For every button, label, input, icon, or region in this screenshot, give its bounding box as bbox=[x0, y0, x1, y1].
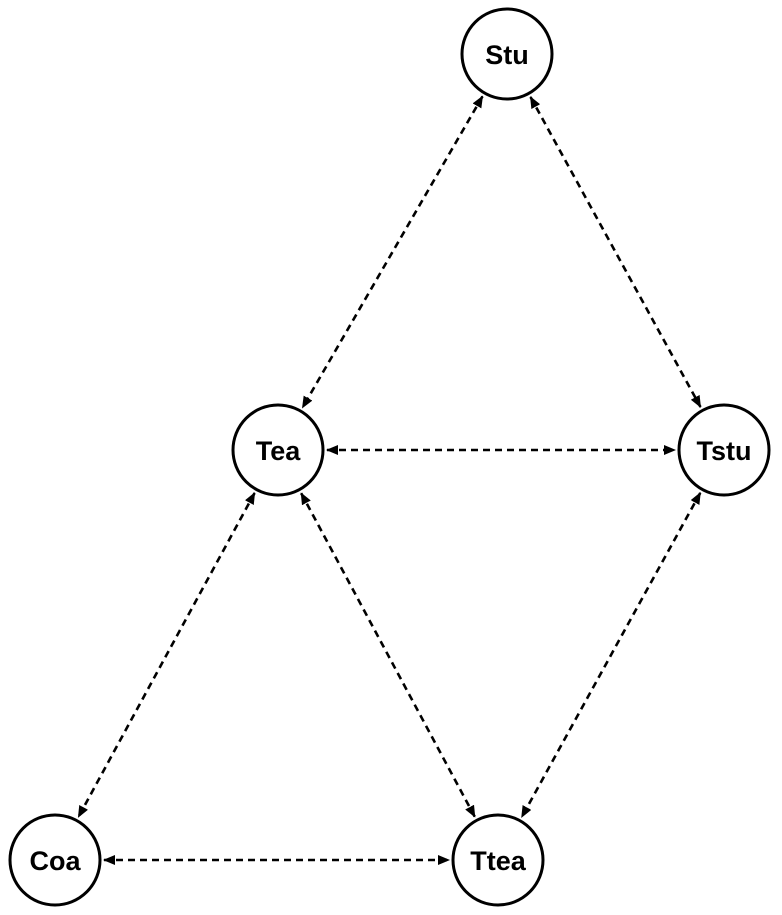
node-circle bbox=[231, 403, 325, 497]
node-circle bbox=[460, 7, 554, 101]
node-label: Tstu bbox=[697, 436, 752, 466]
node-ttea: Ttea bbox=[451, 813, 545, 907]
node-circle bbox=[677, 403, 771, 497]
node-circle bbox=[8, 813, 102, 907]
node-tea: Tea bbox=[231, 403, 325, 497]
node-label: Tea bbox=[256, 436, 302, 466]
node-label: Coa bbox=[29, 846, 81, 876]
edge-stu-tstu bbox=[529, 96, 702, 408]
edge-tea-coa bbox=[77, 492, 256, 818]
edge-tstu-ttea bbox=[520, 492, 702, 818]
node-circle bbox=[451, 813, 545, 907]
edge-tea-ttea bbox=[300, 492, 476, 818]
node-label: Ttea bbox=[470, 846, 527, 876]
node-label: Stu bbox=[485, 40, 529, 70]
node-stu: Stu bbox=[460, 7, 554, 101]
node-tstu: Tstu bbox=[677, 403, 771, 497]
edge-stu-tea bbox=[301, 95, 484, 409]
edges-layer bbox=[77, 95, 702, 865]
node-coa: Coa bbox=[8, 813, 102, 907]
